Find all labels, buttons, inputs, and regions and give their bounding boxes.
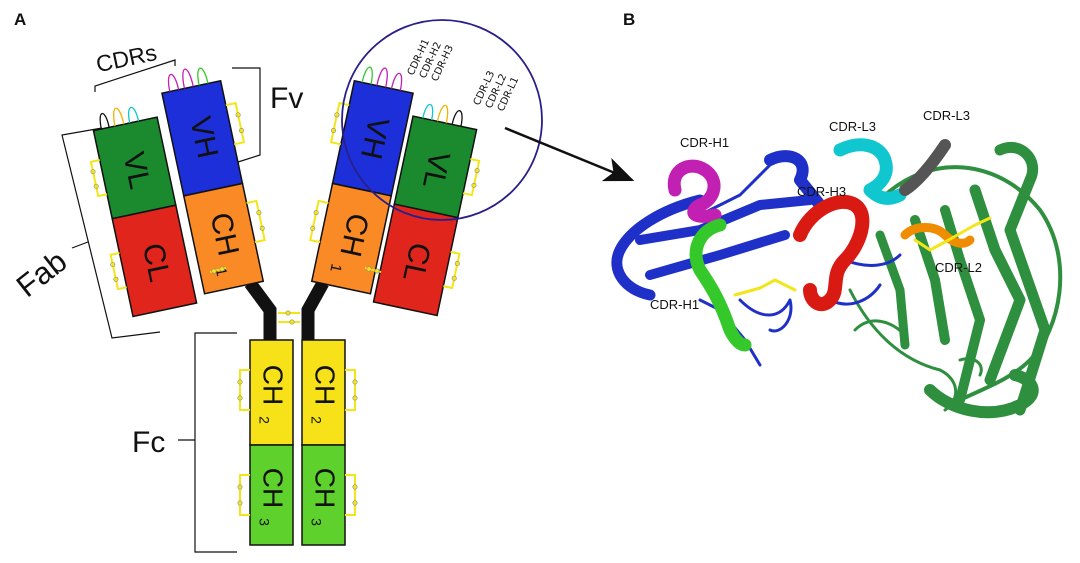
domain-ch2-left [249, 339, 294, 446]
domain-vl-left-label: VL [116, 149, 156, 192]
domain-ch3-right-label: CH [310, 468, 341, 508]
heavy-chain-ribbon [611, 150, 902, 367]
domain-vl-right-label: VL [416, 149, 456, 192]
panel-label-b: B [623, 10, 636, 29]
highlight-circle [341, 19, 543, 221]
fc-label: Fc [132, 426, 165, 459]
antibody-diagram: VL CL VH CH 1 [10, 19, 635, 553]
cdr-h3-ribbon [793, 194, 870, 312]
cdr-ribbons [667, 138, 992, 352]
hinge-region [244, 279, 329, 340]
label-cdr-l3-left: CDR-L3 [829, 119, 876, 134]
cdr-l3-gray-ribbon [899, 139, 951, 196]
cdr-h1-bottom-ribbon [689, 218, 752, 352]
domain-ch3-right-sub: 3 [308, 518, 324, 526]
left-heavy-chain: VH CH 1 [161, 67, 266, 295]
domain-ch2-right-label: CH [310, 365, 341, 405]
fab-label: Fab [10, 243, 74, 303]
domain-ch1-right [310, 182, 393, 295]
label-cdr-h3: CDR-H3 [797, 184, 846, 199]
domain-ch1-right-sub: 1 [326, 262, 344, 274]
disulfide-stick-1 [733, 278, 797, 297]
domain-cl-right-label: CL [396, 240, 436, 284]
right-light-chain: VL CL [372, 103, 481, 317]
domain-cl-left-label: CL [136, 240, 176, 284]
label-cdr-h1-top: CDR-H1 [680, 135, 729, 150]
label-cdr-l3-right: CDR-L3 [923, 108, 970, 123]
domain-ch2-left-label: CH [258, 365, 289, 405]
domain-ch2-left-sub: 2 [256, 416, 272, 424]
domain-ch2-right-sub: 2 [308, 416, 324, 424]
fv-label: Fv [270, 82, 303, 115]
cdr-l2-ribbon [900, 223, 975, 248]
panel-label-a: A [14, 10, 27, 29]
domain-ch3-left-sub: 3 [256, 518, 272, 526]
domain-ch3-left [249, 444, 294, 546]
cdrs-label: CDRs [94, 39, 159, 77]
fc-region: CH 2 CH 2 CH 3 CH 3 [237, 339, 358, 546]
label-cdr-h1-bottom: CDR-H1 [650, 297, 699, 312]
domain-cl-right [372, 203, 459, 317]
light-chain-ribbon [848, 141, 1063, 419]
domain-ch1-left-sub: 1 [212, 266, 230, 278]
right-heavy-chain: VH CH 1 [309, 66, 414, 295]
cdr-l3-ribbon [833, 138, 907, 205]
disulfide-stick-2 [913, 216, 992, 252]
domain-ch3-right [301, 444, 346, 546]
domain-ch3-left-label: CH [258, 468, 289, 508]
left-light-chain: VL CL [89, 106, 198, 318]
domain-cl-left [111, 204, 198, 318]
cdr-h1-top-ribbon [667, 159, 722, 223]
label-cdr-l2: CDR-L2 [935, 260, 982, 275]
pointer-arrow [504, 126, 635, 182]
domain-ch1-left [182, 182, 265, 295]
fv-ribbon-structure: CDR-H1 CDR-H1 CDR-H3 CDR-L3 CDR-L3 CDR-L… [611, 108, 1063, 419]
